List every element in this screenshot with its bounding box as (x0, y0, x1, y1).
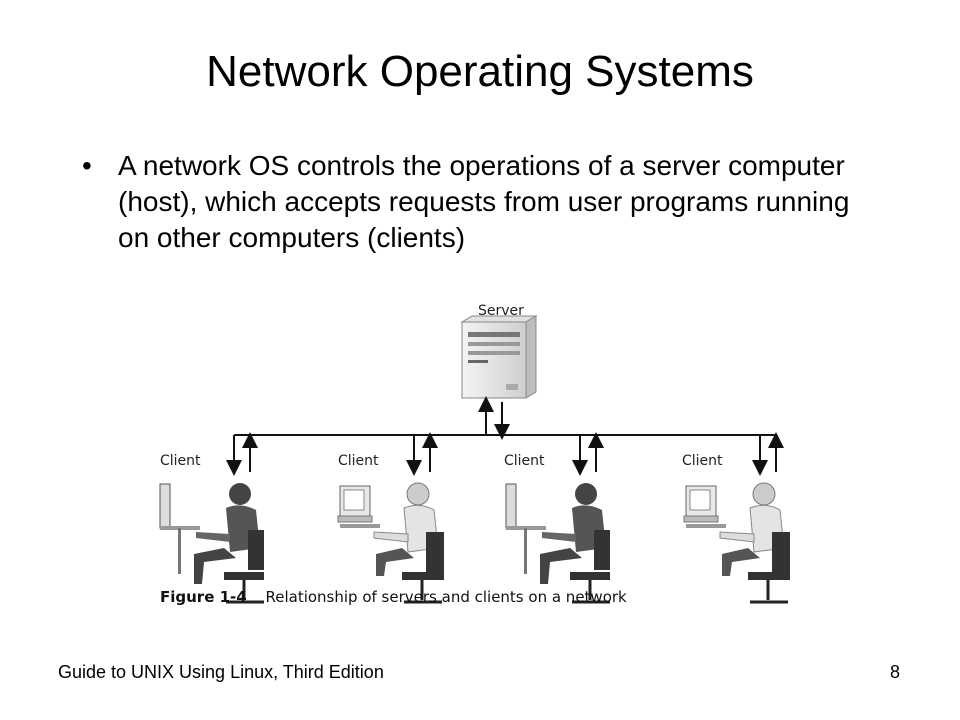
client-workstation-icon (683, 482, 790, 604)
client-label: Client (682, 453, 723, 469)
figure-caption-text: Relationship of servers and clients on a… (265, 588, 627, 606)
network-diagram: Server Client Client Client Client Figur… (150, 300, 790, 610)
client-label: Client (338, 453, 379, 469)
client-workstation-icon (159, 483, 264, 604)
network-diagram-graphic (159, 315, 790, 604)
bullet-text: A network OS controls the operations of … (118, 150, 850, 253)
slide-footer: Guide to UNIX Using Linux, Third Edition (58, 662, 384, 682)
figure-number: Figure 1-4 (160, 588, 247, 606)
bullet-marker: • (82, 150, 92, 181)
server-label: Server (478, 303, 524, 319)
figure-caption: Figure 1-4 Relationship of servers and c… (160, 588, 627, 606)
slide-title: Network Operating Systems (206, 47, 754, 96)
client-workstation-icon (337, 482, 444, 604)
client-workstation-icon (505, 483, 610, 604)
client-label: Client (160, 453, 201, 469)
server-icon (460, 315, 538, 399)
page-number: 8 (890, 662, 901, 682)
client-label: Client (504, 453, 545, 469)
